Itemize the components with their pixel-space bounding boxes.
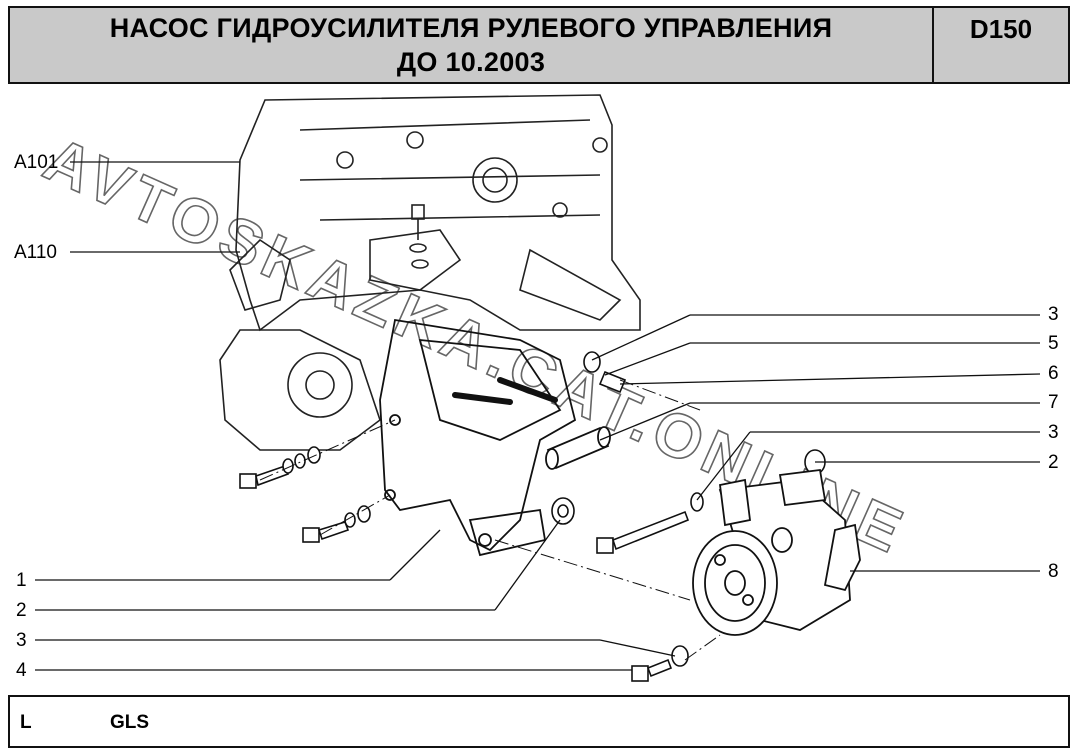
- label-left-2: 2: [16, 600, 27, 621]
- footer-trim-code: GLS: [110, 712, 150, 733]
- left-fasteners: [239, 446, 371, 543]
- footer: L GLS: [8, 695, 1070, 748]
- long-bolt: [596, 510, 690, 554]
- power-steering-pump: [692, 468, 861, 636]
- label-right-3-top: 3: [1048, 304, 1059, 325]
- label-a110: A110: [14, 242, 57, 263]
- label-left-1: 1: [16, 570, 27, 591]
- label-right-7: 7: [1048, 392, 1059, 413]
- footer-left-code: L: [20, 712, 32, 733]
- title-line-1: НАСОС ГИДРОУСИЛИТЕЛЯ РУЛЕВОГО УПРАВЛЕНИЯ: [109, 13, 833, 43]
- label-a101: A101: [14, 152, 59, 173]
- label-right-6: 6: [1048, 363, 1059, 384]
- flange-nut: [551, 497, 575, 525]
- bottom-fasteners: [631, 645, 689, 682]
- top-bolt: [409, 204, 429, 269]
- page-title: НАСОС ГИДРОУСИЛИТЕЛЯ РУЛЕВОГО УПРАВЛЕНИЯ…: [10, 8, 934, 82]
- pump-bracket: [379, 318, 577, 557]
- diagram-code-cell: D150: [934, 8, 1068, 82]
- parts-diagram: AVTOSKAZKA.CAT.ONLINE: [34, 94, 1041, 682]
- spacer-sleeve: [545, 426, 611, 470]
- label-right-3: 3: [1048, 422, 1059, 443]
- upper-fasteners: [583, 351, 826, 512]
- assembly-lines: [259, 379, 721, 661]
- header: НАСОС ГИДРОУСИЛИТЕЛЯ РУЛЕВОГО УПРАВЛЕНИЯ…: [8, 6, 1070, 84]
- diagram-code: D150: [969, 14, 1033, 44]
- leader-lines: [35, 161, 1041, 671]
- title-line-2: ДО 10.2003: [396, 47, 546, 77]
- label-right-5: 5: [1048, 333, 1059, 354]
- label-left-4: 4: [16, 660, 27, 681]
- engine-block: [219, 94, 641, 451]
- label-left-3: 3: [16, 630, 27, 651]
- label-right-8: 8: [1048, 561, 1059, 582]
- label-right-2: 2: [1048, 452, 1059, 473]
